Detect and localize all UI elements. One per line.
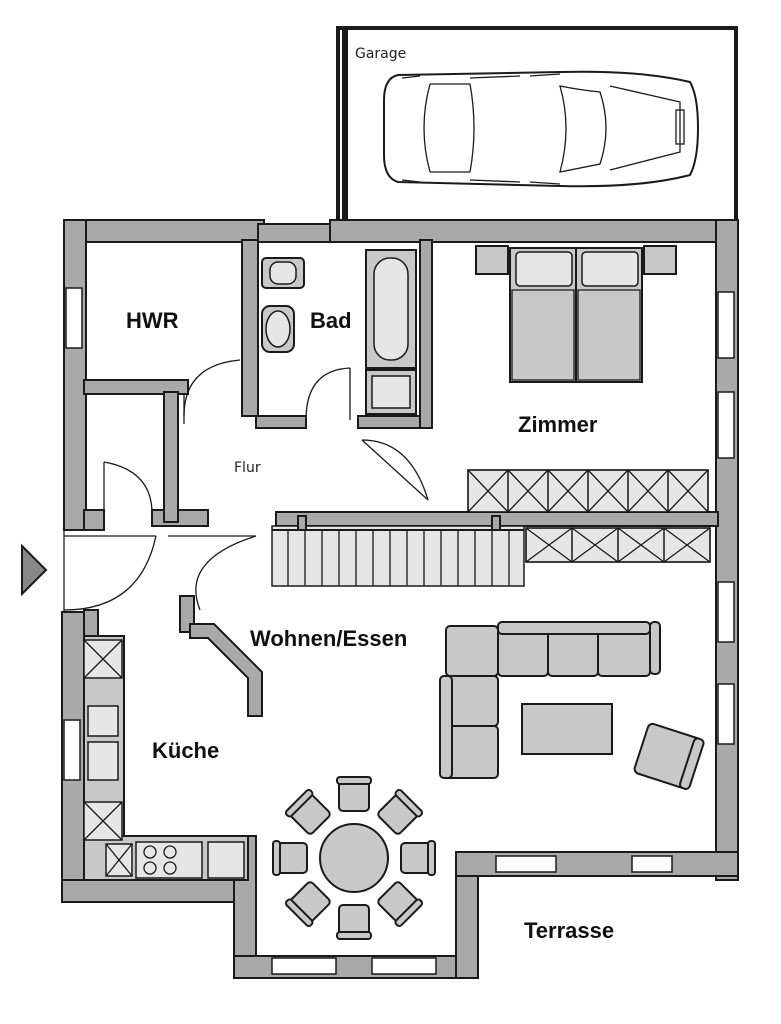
sofa [439,621,661,779]
wardrobe-cross [627,469,669,513]
staircase [271,515,525,587]
room-label-flur: Flur [234,460,261,476]
room-label-bad: Bad [310,308,352,333]
wardrobe-cross [587,469,629,513]
exterior-walls [61,219,739,979]
wardrobe-upper [467,469,709,513]
dining-chair [336,776,372,812]
dining-chair [377,881,424,928]
wardrobe-cell [667,469,709,513]
wardrobe-cross [667,469,709,513]
dining-chair [400,840,436,876]
room-label-hwr: HWR [126,308,179,333]
dining-chair [284,881,331,928]
wardrobe-cross [507,469,549,513]
wardrobe-cross [571,527,619,563]
car-icon [383,70,700,188]
dining-chairs [272,776,436,940]
doors [63,359,429,612]
dining-chair [284,788,331,835]
wardrobe-cross [467,469,509,513]
wardrobe-lower [525,527,711,563]
dining-chair [377,788,424,835]
armchair [633,722,705,790]
double-bed [475,245,677,383]
room-label-zimmer: Zimmer [518,412,598,437]
interior-walls [83,239,719,881]
bathroom-fixtures [261,249,417,415]
dining-table [319,823,389,893]
room-label-terrasse: Terrasse [524,918,614,943]
wardrobe-cross [663,527,711,563]
wardrobe-cross [525,527,573,563]
wardrobe-cell [663,527,711,563]
room-label-wohnen-essen: Wohnen/Essen [250,626,407,651]
garage: Garage [336,26,738,224]
wardrobe-cross [547,469,589,513]
dining-chair [336,904,372,940]
kitchen-counter [83,635,249,881]
entrance-arrow-icon[interactable] [21,543,48,597]
dining-chair [272,840,308,876]
room-label-kueche: Küche [152,738,219,763]
wardrobe-cross [617,527,665,563]
garage-label: Garage [355,46,406,62]
coffee-table [521,703,613,755]
